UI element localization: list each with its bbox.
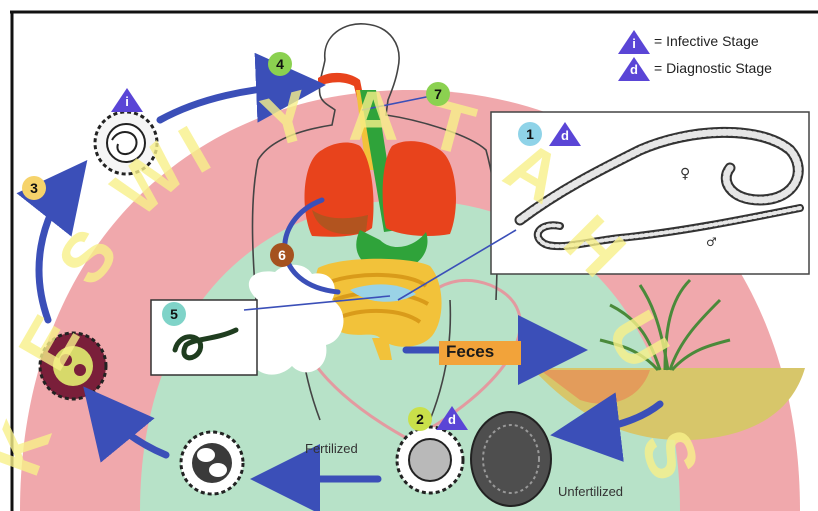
male-symbol: ♂ [706, 235, 717, 249]
marker-d2-symbol: d [446, 412, 458, 427]
step-badge-4: 4 [268, 52, 292, 76]
legend-infective-text: = Infective Stage [654, 33, 759, 49]
step-badge-1: 1 [518, 122, 542, 146]
unfertilized-label: Unfertilized [558, 484, 623, 499]
feces-label: Feces [446, 342, 494, 362]
fertilized-label: Fertilized [305, 441, 358, 456]
egg-two-cell [181, 432, 243, 494]
egg-unfertilized [471, 412, 551, 506]
step-badge-7: 7 [426, 82, 450, 106]
legend-infective-symbol: i [628, 36, 640, 51]
marker-i-symbol: i [121, 94, 133, 109]
step-badge-3: 3 [22, 176, 46, 200]
legend-diagnostic-symbol: d [628, 62, 640, 77]
legend-diagnostic-text: = Diagnostic Stage [654, 60, 772, 76]
marker-d1-symbol: d [559, 128, 571, 143]
step-badge-6: 6 [270, 243, 294, 267]
step-badge-2: 2 [408, 407, 432, 431]
egg-fertilized [397, 427, 463, 493]
female-symbol: ♀ [680, 166, 690, 182]
step-badge-5: 5 [162, 302, 186, 326]
watermark-letter: A [348, 77, 399, 155]
